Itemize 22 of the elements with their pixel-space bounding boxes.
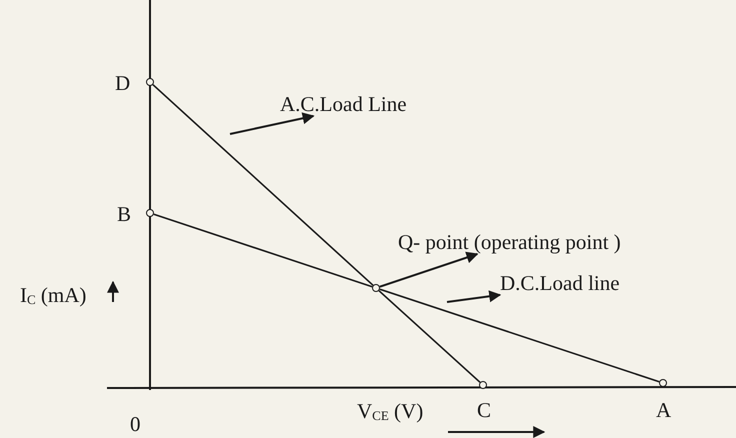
callout-text: D.C.Load line xyxy=(500,271,678,295)
axis-label: V$_{CE}$ (V) xyxy=(357,399,424,425)
point-marker xyxy=(146,78,154,86)
load-line xyxy=(378,290,481,383)
point-label: B xyxy=(117,203,132,225)
point-label: D xyxy=(115,72,130,94)
point-marker xyxy=(146,209,154,217)
callout-text: Q- point (operating point ) xyxy=(398,230,628,254)
load-line xyxy=(154,214,372,288)
arrow xyxy=(446,290,502,303)
point-marker xyxy=(479,381,487,389)
point-label: C xyxy=(477,399,492,421)
arrow xyxy=(230,112,315,135)
load-line xyxy=(380,288,660,382)
callout-text: A.C.Load Line xyxy=(280,92,458,116)
point-marker xyxy=(659,379,667,387)
point-label: A xyxy=(656,399,672,421)
axis-label: 0 xyxy=(130,412,140,436)
axis-label: I$_{C}$ (mA) xyxy=(20,283,86,309)
point-marker xyxy=(372,284,380,292)
arrow xyxy=(379,252,478,288)
load-line xyxy=(152,84,374,286)
